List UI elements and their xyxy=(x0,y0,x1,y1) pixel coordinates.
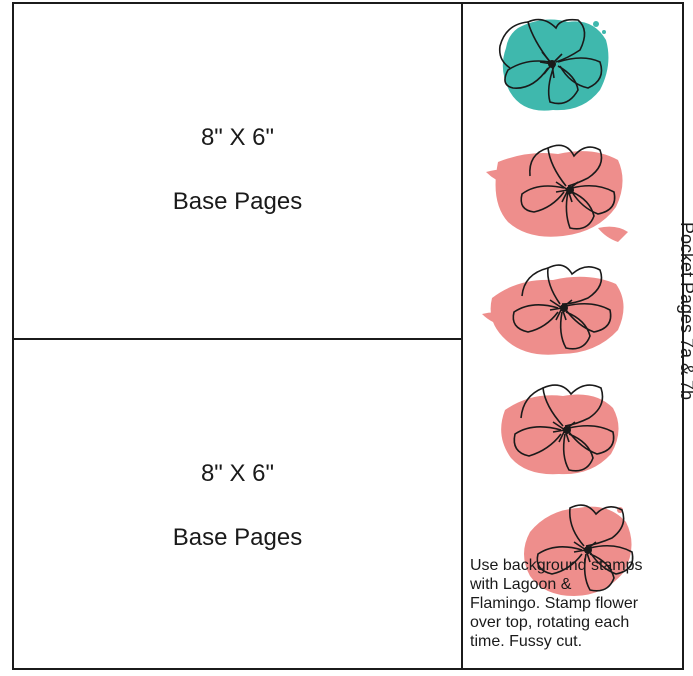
flower-stamp-icon xyxy=(501,384,619,475)
instruction-note: Use background stamps with Lagoon & Flam… xyxy=(470,556,680,651)
flower-stamp-icon xyxy=(524,504,634,596)
row-divider xyxy=(14,338,461,340)
note-line: time. Fussy cut. xyxy=(470,633,583,650)
flower-stamp-icon xyxy=(486,144,628,242)
base-page-panel: 8" X 6" Base Pages xyxy=(14,4,461,336)
page-name-label: Base Pages xyxy=(172,524,303,551)
note-line: Use background stamps xyxy=(470,557,643,574)
note-line: with Lagoon & xyxy=(470,576,572,593)
layout-diagram: 8" X 6" Base Pages 8" X 6" Base Pages xyxy=(12,2,693,672)
base-page-panel: 8" X 6" Base Pages xyxy=(14,340,461,672)
note-line: over top, rotating each xyxy=(470,614,630,631)
pocket-pages-label: Pocket Pages 7a & 7b xyxy=(677,221,693,401)
pocket-page-strip: Pocket Pages 7a & 7b Use background stam… xyxy=(463,4,693,668)
flower-stamp-icon xyxy=(498,18,609,111)
note-line: Flamingo. Stamp flower xyxy=(470,595,639,612)
page-size-label: 8" X 6" xyxy=(200,124,275,151)
page-name-label: Base Pages xyxy=(172,188,303,215)
flower-stamp-icon xyxy=(482,264,624,355)
page-size-label: 8" X 6" xyxy=(200,460,275,487)
column-divider xyxy=(461,4,463,668)
